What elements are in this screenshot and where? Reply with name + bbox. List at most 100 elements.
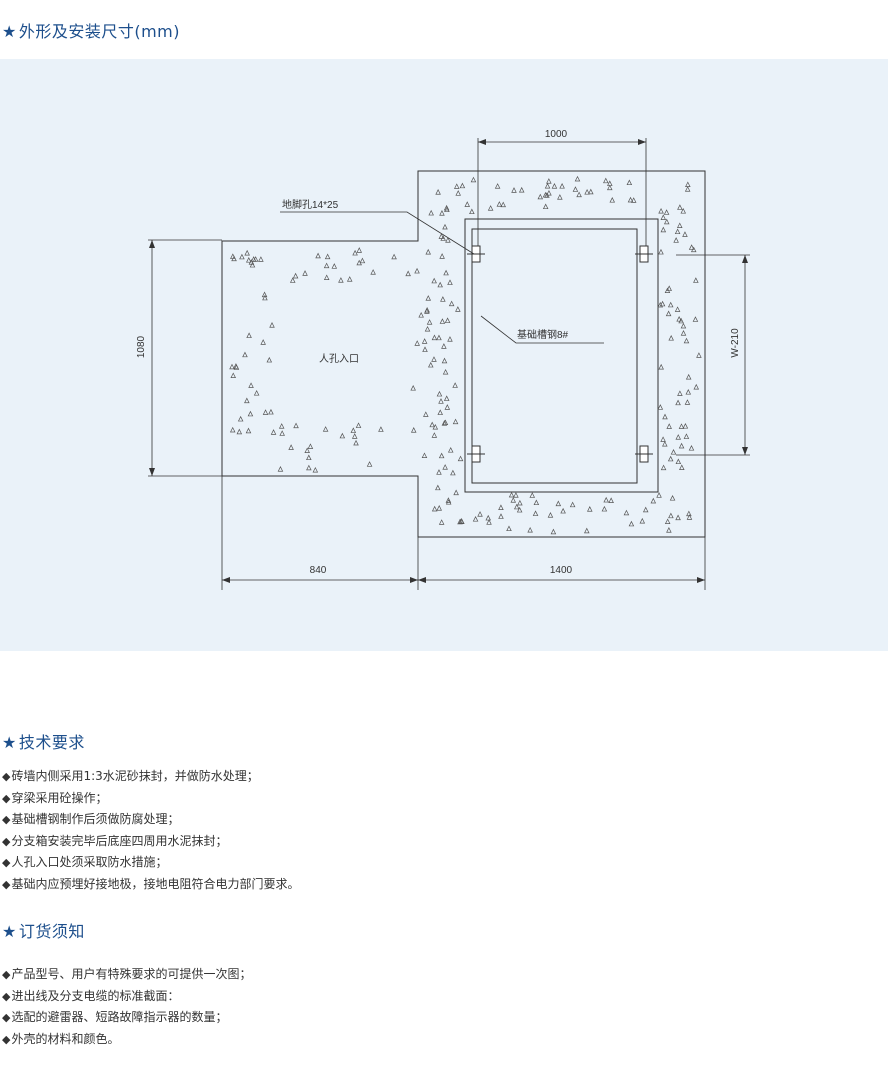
star-icon: ★ xyxy=(2,922,17,941)
aggregate-mark xyxy=(428,209,434,216)
aggregate-mark xyxy=(639,517,646,524)
aggregate-mark xyxy=(532,510,539,516)
section-title-tech: ★技术要求 xyxy=(2,729,85,753)
aggregate-mark xyxy=(447,279,453,285)
aggregate-mark xyxy=(230,253,236,259)
aggregate-mark xyxy=(547,512,554,518)
aggregate-mark xyxy=(428,361,434,368)
aggregate-mark xyxy=(676,222,683,228)
aggregate-mark xyxy=(680,322,687,329)
aggregate-mark xyxy=(662,413,668,420)
diamond-bullet-icon: ◆ xyxy=(2,813,11,827)
aggregate-mark xyxy=(546,189,552,196)
aggregate-mark xyxy=(584,527,590,534)
foundation-outline xyxy=(221,170,706,538)
aggregate-mark xyxy=(445,499,452,505)
dim-top-width: 1000 xyxy=(545,129,568,140)
aggregate-mark xyxy=(278,423,285,429)
diagram-panel: 1000 地脚孔14*25 基础槽钢8# 人孔入口 1080 W-210 840… xyxy=(0,59,888,651)
aggregate-mark xyxy=(414,340,420,346)
aggregate-mark xyxy=(660,464,667,471)
aggregate-mark xyxy=(421,452,428,458)
aggregate-mark xyxy=(244,249,250,256)
aggregate-mark xyxy=(677,390,683,396)
aggregate-mark xyxy=(442,419,449,426)
aggregate-mark xyxy=(656,492,662,498)
aggregate-mark xyxy=(693,383,700,390)
aggregate-mark xyxy=(533,499,540,506)
aggregate-mark xyxy=(445,237,451,243)
aggregate-mark xyxy=(668,335,674,341)
aggregate-mark xyxy=(350,427,357,433)
aggregate-mark xyxy=(236,428,243,435)
aggregate-mark xyxy=(441,357,448,364)
aggregate-mark xyxy=(292,272,299,279)
foundation-drawing: 1000 地脚孔14*25 基础槽钢8# 人孔入口 1080 W-210 840… xyxy=(136,129,750,590)
aggregate-mark xyxy=(628,520,635,527)
aggregate-mark xyxy=(439,210,445,216)
aggregate-mark xyxy=(584,188,590,195)
aggregate-mark xyxy=(250,256,257,262)
aggregate-mark xyxy=(410,385,416,391)
aggregate-mark xyxy=(650,497,657,504)
aggregate-mark xyxy=(542,203,549,210)
aggregate-mark xyxy=(288,444,294,450)
aggregate-mark xyxy=(339,432,346,439)
manhole-label: 人孔入口 xyxy=(319,353,359,365)
aggregate-mark xyxy=(627,196,634,203)
aggregate-mark xyxy=(551,183,558,189)
aggregate-mark xyxy=(233,363,239,369)
aggregate-mark xyxy=(424,325,431,332)
aggregate-mark xyxy=(353,439,359,446)
aggregate-mark xyxy=(423,411,429,417)
aggregate-mark xyxy=(670,449,677,455)
aggregate-mark xyxy=(606,184,613,191)
aggregate-mark xyxy=(352,249,358,256)
aggregate-mark xyxy=(442,368,449,375)
aggregate-mark xyxy=(306,464,312,471)
list-item: ◆产品型号、用户有特殊要求的可提供一次图； xyxy=(2,967,252,981)
aggregate-mark xyxy=(684,399,691,405)
aggregate-mark xyxy=(546,178,552,184)
section-title-dimensions: ★外形及安装尺寸(mm) xyxy=(2,18,180,42)
aggregate-mark xyxy=(431,334,438,341)
aggregate-mark xyxy=(559,183,565,189)
aggregate-mark xyxy=(680,330,687,336)
aggregate-mark xyxy=(692,316,699,322)
diamond-bullet-icon: ◆ xyxy=(2,1032,11,1046)
aggregate-mark xyxy=(686,514,693,520)
aggregate-mark xyxy=(439,253,445,259)
aggregate-mark xyxy=(436,469,442,475)
aggregate-mark xyxy=(453,183,460,189)
aggregate-mark xyxy=(569,501,576,508)
channel-steel-inner xyxy=(471,228,638,484)
aggregate-mark xyxy=(675,434,682,440)
aggregate-mark xyxy=(508,491,515,498)
aggregate-mark xyxy=(688,244,695,250)
aggregate-mark xyxy=(496,201,503,207)
aggregate-mark xyxy=(442,223,448,230)
aggregate-mark xyxy=(603,177,609,184)
aggregate-mark xyxy=(268,408,274,415)
aggregate-mark xyxy=(660,214,667,220)
aggregate-mark xyxy=(668,512,674,519)
aggregate-mark xyxy=(230,372,237,378)
list-item: ◆砖墙内侧采用1:3水泥砂抹封，并做防水处理； xyxy=(2,769,259,783)
aggregate-mark xyxy=(678,317,684,324)
aggregate-mark xyxy=(370,269,376,275)
aggregate-mark xyxy=(441,420,448,426)
aggregate-mark xyxy=(279,430,285,436)
aggregate-mark xyxy=(443,204,450,211)
list-item: ◆人孔入口处须采取防水措施； xyxy=(2,855,168,870)
aggregate-mark xyxy=(431,505,438,512)
aggregate-mark xyxy=(356,247,363,253)
aggregate-mark xyxy=(494,183,501,189)
diamond-bullet-icon: ◆ xyxy=(2,770,11,783)
aggregate-mark xyxy=(437,409,444,415)
aggregate-mark xyxy=(229,426,236,433)
aggregate-mark xyxy=(682,231,688,237)
aggregate-mark xyxy=(685,373,692,380)
aggregate-mark xyxy=(426,319,433,325)
aggregate-mark xyxy=(664,287,671,293)
aggregate-mark xyxy=(312,466,319,473)
